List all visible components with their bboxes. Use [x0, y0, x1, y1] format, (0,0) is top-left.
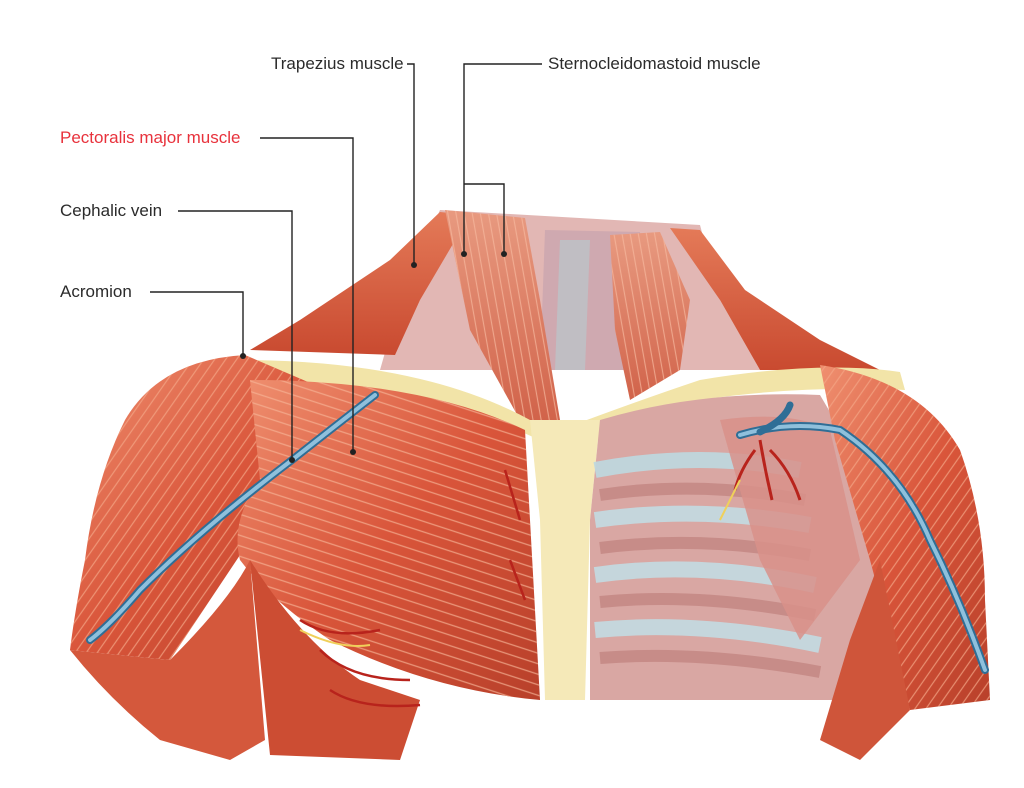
label-trapezius-muscle: Trapezius muscle: [271, 54, 404, 73]
arteries-left: [299, 469, 527, 708]
leader-acromion: [150, 291, 244, 356]
serratus-left: [250, 560, 420, 760]
trapezius-right: [670, 228, 880, 370]
nerves-yellow: [299, 479, 741, 647]
vein-branch-right: [756, 401, 794, 436]
label-pectoralis-major-muscle: Pectoralis major muscle: [60, 128, 241, 147]
sternum: [530, 420, 600, 700]
label-cephalic-vein: Cephalic vein: [60, 201, 163, 220]
trapezius-left: [250, 212, 470, 355]
leader-pectoralis: [260, 137, 354, 452]
arm-right: [820, 560, 910, 760]
leader-cephalic: [178, 210, 293, 460]
label-sternocleidomastoid-muscle: Sternocleidomastoid muscle: [548, 54, 761, 73]
leader-dots: [240, 251, 507, 463]
leader-sternocleidomastoid: [463, 63, 542, 254]
pectoralis-minor-right: [720, 416, 860, 640]
label-acromion: Acromion: [60, 282, 132, 301]
clavicle-band: [240, 360, 905, 440]
leader-trapezius: [407, 63, 415, 265]
leader-sternocleidomastoid-branch: [464, 183, 505, 254]
arm-left: [70, 560, 265, 760]
leader-lines: [150, 63, 542, 460]
